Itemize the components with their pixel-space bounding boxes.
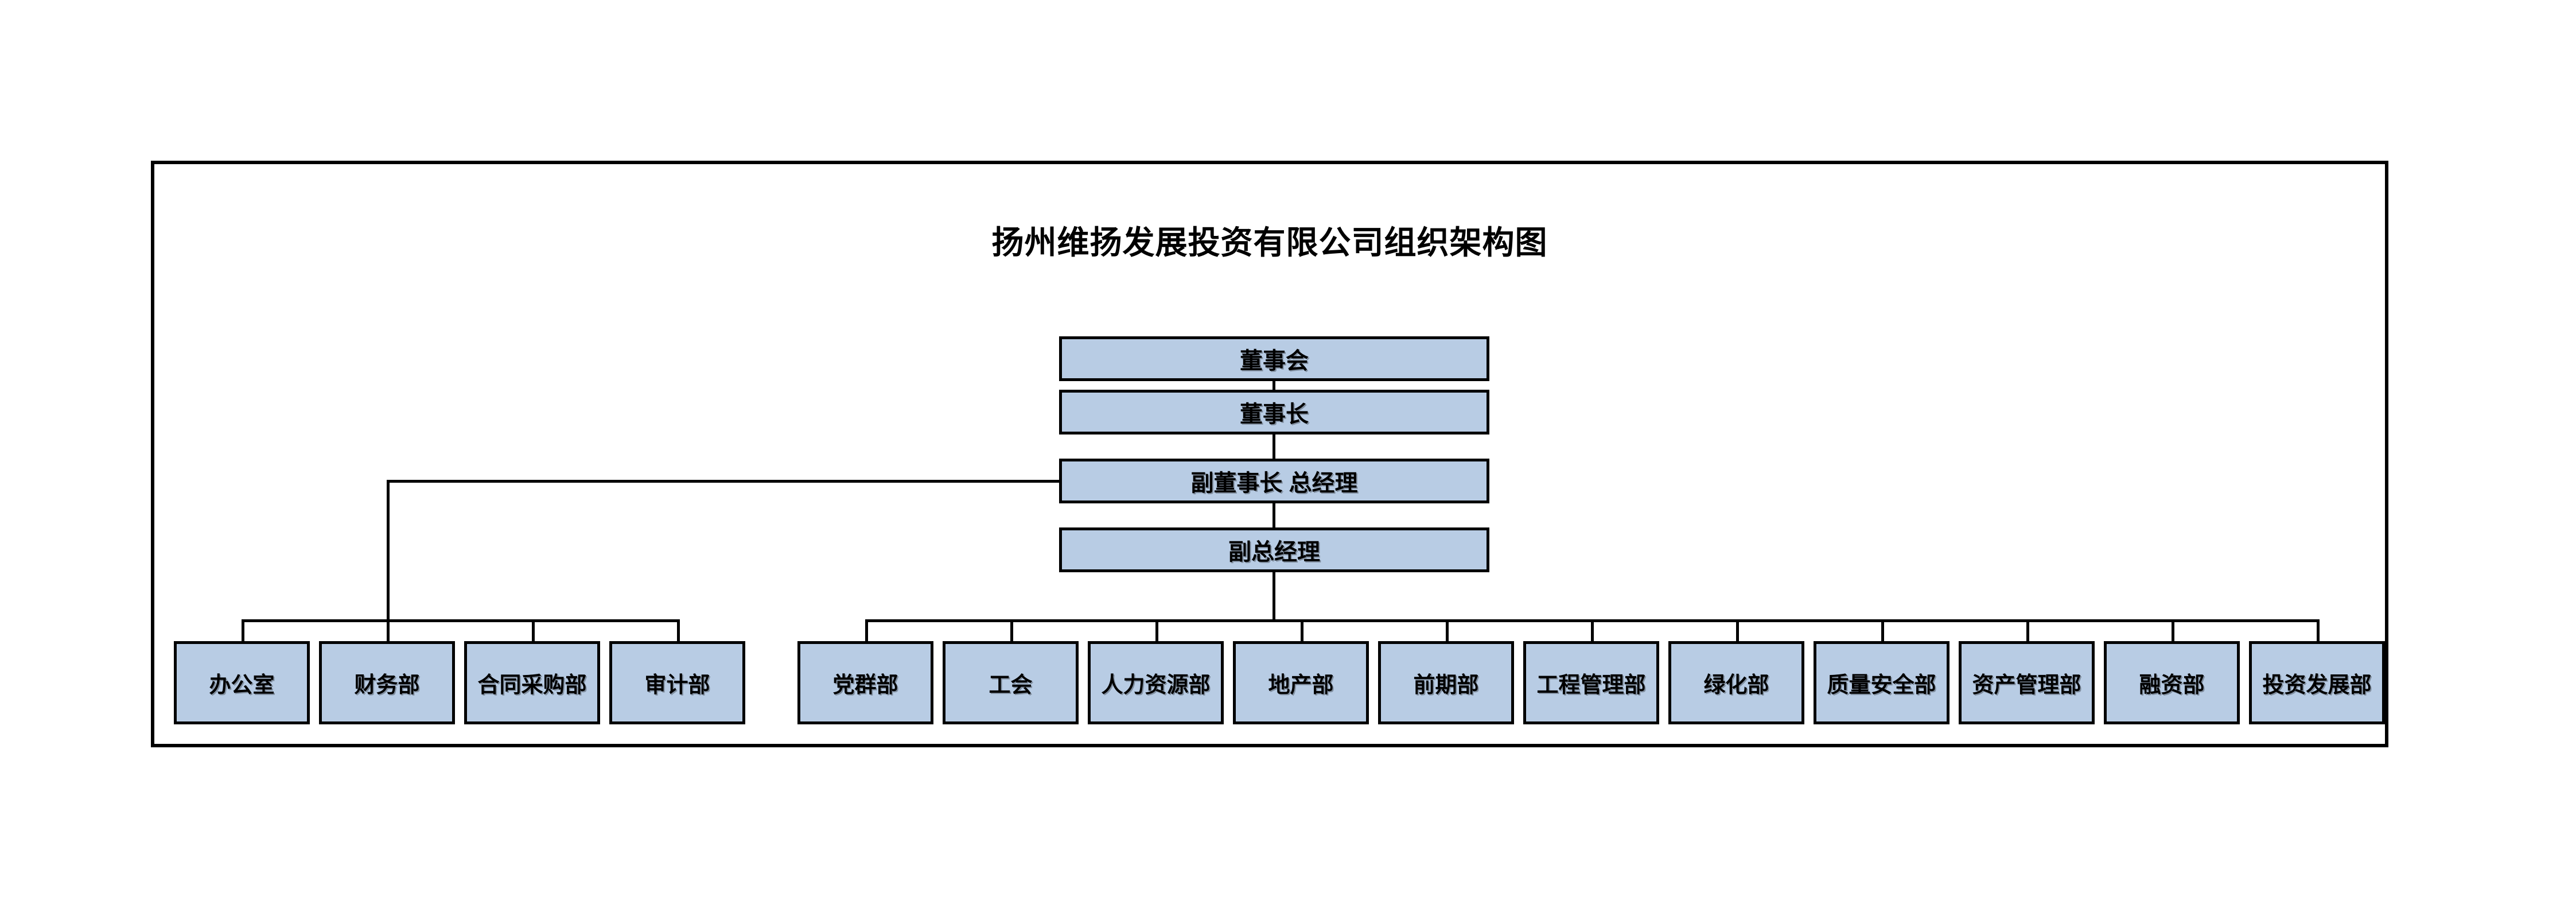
node-dept-finance-label: 财务部 — [354, 673, 420, 697]
connector-bar-to-landscaping — [1736, 619, 1739, 642]
node-dept-preliminary[interactable]: 前期部 — [1378, 641, 1514, 724]
node-dept-landscaping[interactable]: 绿化部 — [1668, 641, 1804, 724]
node-dept-audit[interactable]: 审计部 — [609, 641, 745, 724]
node-board[interactable]: 董事会 — [1059, 336, 1489, 381]
node-dept-quality-safety[interactable]: 质量安全部 — [1814, 641, 1949, 724]
connector-bar-to-financing — [2172, 619, 2174, 642]
connector-deputy-to-bar — [1273, 572, 1275, 619]
node-dept-finance[interactable]: 财务部 — [319, 641, 455, 724]
node-chairman-label: 董事长 — [1240, 402, 1309, 427]
connector-bar-to-labor-union — [1010, 619, 1013, 642]
node-vice-chairman-gm[interactable]: 副董事长 总经理 — [1059, 459, 1489, 503]
node-dept-procurement[interactable]: 合同采购部 — [464, 641, 600, 724]
node-dept-office-label: 办公室 — [209, 673, 275, 697]
connector-bar-to-real-estate — [1301, 619, 1303, 642]
node-dept-party-mass-label: 党群部 — [832, 673, 898, 697]
page-title: 扬州维扬发展投资有限公司组织架构图 — [991, 226, 1548, 261]
node-dept-financing[interactable]: 融资部 — [2104, 641, 2240, 724]
node-dept-procurement-label: 合同采购部 — [477, 673, 587, 697]
node-chairman[interactable]: 董事长 — [1059, 390, 1489, 434]
node-dept-asset-mgmt[interactable]: 资产管理部 — [1959, 641, 2095, 724]
connector-bar-to-procurement — [532, 619, 535, 642]
connector-bar-to-quality-safety — [1881, 619, 1884, 642]
node-dept-financing-label: 融资部 — [2139, 673, 2205, 697]
chart-frame: 扬州维扬发展投资有限公司组织架构图 董事会 董事长 副董事长 总经理 副总经理 — [151, 161, 2388, 747]
node-dept-investment-dev[interactable]: 投资发展部 — [2249, 641, 2385, 724]
connector-bar-to-investment-dev — [2317, 619, 2320, 642]
node-dept-engineering-mgmt-label: 工程管理部 — [1536, 673, 1646, 697]
node-dept-engineering-mgmt[interactable]: 工程管理部 — [1523, 641, 1659, 724]
node-dept-real-estate[interactable]: 地产部 — [1233, 641, 1369, 724]
node-dept-human-resources-label: 人力资源部 — [1101, 673, 1211, 697]
node-dept-asset-mgmt-label: 资产管理部 — [1972, 673, 2081, 697]
distribution-bar-left — [242, 619, 679, 622]
connector-bar-to-preliminary — [1446, 619, 1449, 642]
connector-bar-to-audit — [677, 619, 680, 642]
node-dept-labor-union-label: 工会 — [989, 673, 1033, 697]
connector-bar-to-engineering-mgmt — [1591, 619, 1594, 642]
node-board-label: 董事会 — [1240, 348, 1309, 374]
node-deputy-gm[interactable]: 副总经理 — [1059, 527, 1489, 572]
node-dept-office[interactable]: 办公室 — [174, 641, 310, 724]
connector-board-to-chairman — [1273, 381, 1275, 390]
node-dept-quality-safety-label: 质量安全部 — [1827, 673, 1936, 697]
node-dept-party-mass[interactable]: 党群部 — [797, 641, 933, 724]
connector-vice-left-drop — [387, 480, 390, 620]
node-dept-audit-label: 审计部 — [644, 673, 710, 697]
connector-vice-left-run — [387, 480, 1060, 483]
node-dept-landscaping-label: 绿化部 — [1703, 673, 1769, 697]
connector-bar-to-office — [242, 619, 244, 642]
node-dept-human-resources[interactable]: 人力资源部 — [1088, 641, 1224, 724]
node-dept-real-estate-label: 地产部 — [1268, 673, 1334, 697]
connector-chairman-to-vice — [1273, 434, 1275, 459]
connector-bar-to-human-resources — [1155, 619, 1158, 642]
node-vice-chairman-gm-label: 副董事长 总经理 — [1190, 471, 1358, 496]
node-deputy-gm-label: 副总经理 — [1228, 540, 1320, 565]
connector-vice-to-deputy — [1273, 503, 1275, 527]
connector-bar-to-asset-mgmt — [2026, 619, 2029, 642]
node-dept-preliminary-label: 前期部 — [1413, 673, 1479, 697]
connector-bar-to-finance — [387, 619, 390, 642]
node-dept-investment-dev-label: 投资发展部 — [2262, 673, 2372, 697]
connector-bar-to-party-mass — [865, 619, 868, 642]
node-dept-labor-union[interactable]: 工会 — [943, 641, 1079, 724]
